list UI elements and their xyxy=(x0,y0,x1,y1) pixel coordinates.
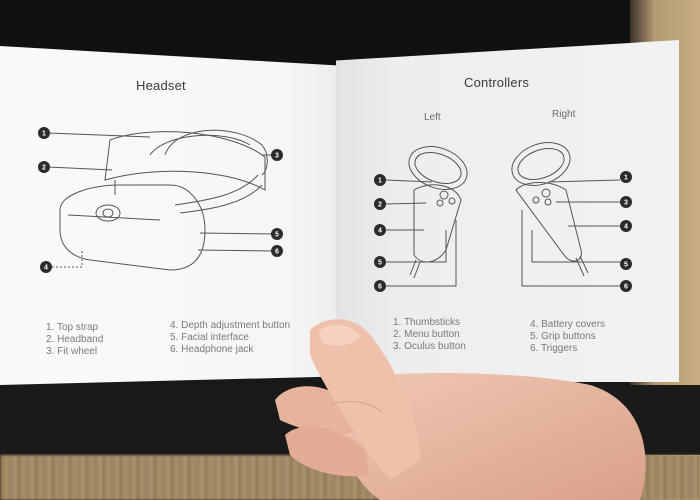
page-title-headset: Headset xyxy=(136,78,186,93)
callout-6: 6 xyxy=(275,249,279,256)
svg-text:6: 6 xyxy=(624,284,628,291)
svg-text:1: 1 xyxy=(378,178,382,185)
legend-item: 6. Triggers xyxy=(530,343,578,354)
headset-illustration: 1 2 3 4 5 6 xyxy=(38,127,283,273)
legend-item: 4. Battery covers xyxy=(530,319,606,330)
label-left-controller: Left xyxy=(424,112,441,123)
svg-text:3: 3 xyxy=(624,200,628,207)
legend-item: 5. Grip buttons xyxy=(530,331,596,342)
headset-legend-col2: 4. Depth adjustment button 5. Facial int… xyxy=(170,320,290,356)
svg-text:6: 6 xyxy=(378,284,382,291)
controllers-legend-col2: 4. Battery covers 5. Grip buttons 6. Tri… xyxy=(530,319,605,355)
legend-item: 2. Menu button xyxy=(393,329,460,340)
callout-2: 2 xyxy=(42,165,46,172)
legend-item: 1. Top strap xyxy=(46,322,99,333)
hand-holding-manual xyxy=(275,319,646,500)
manual-left-page: Headset 1 2 3 xyxy=(0,46,336,385)
svg-text:5: 5 xyxy=(624,262,628,269)
callout-1: 1 xyxy=(42,131,46,138)
callout-5: 5 xyxy=(275,232,279,239)
headset-legend-col1: 1. Top strap 2. Headband 3. Fit wheel xyxy=(46,322,103,358)
page-title-controllers: Controllers xyxy=(464,75,530,90)
legend-item: 2. Headband xyxy=(46,334,104,345)
controllers-illustration: 1 2 4 5 6 1 3 4 5 6 xyxy=(374,142,632,292)
legend-item: 4. Depth adjustment button xyxy=(170,320,291,331)
svg-text:4: 4 xyxy=(378,228,382,235)
svg-text:2: 2 xyxy=(378,202,382,209)
manual-right-page: Controllers Left Right xyxy=(336,40,679,382)
svg-text:1: 1 xyxy=(624,175,628,182)
svg-text:4: 4 xyxy=(624,224,628,231)
callout-3: 3 xyxy=(275,153,279,160)
legend-item: 3. Oculus button xyxy=(393,341,466,352)
legend-item: 6. Headphone jack xyxy=(170,344,254,355)
legend-item: 3. Fit wheel xyxy=(46,346,98,357)
svg-text:5: 5 xyxy=(378,260,382,267)
legend-item: 1. Thumbsticks xyxy=(393,317,461,328)
legend-item: 5. Facial interface xyxy=(170,332,249,343)
controllers-legend-col1: 1. Thumbsticks 2. Menu button 3. Oculus … xyxy=(393,317,466,353)
label-right-controller: Right xyxy=(552,109,576,120)
callout-4: 4 xyxy=(44,265,48,272)
